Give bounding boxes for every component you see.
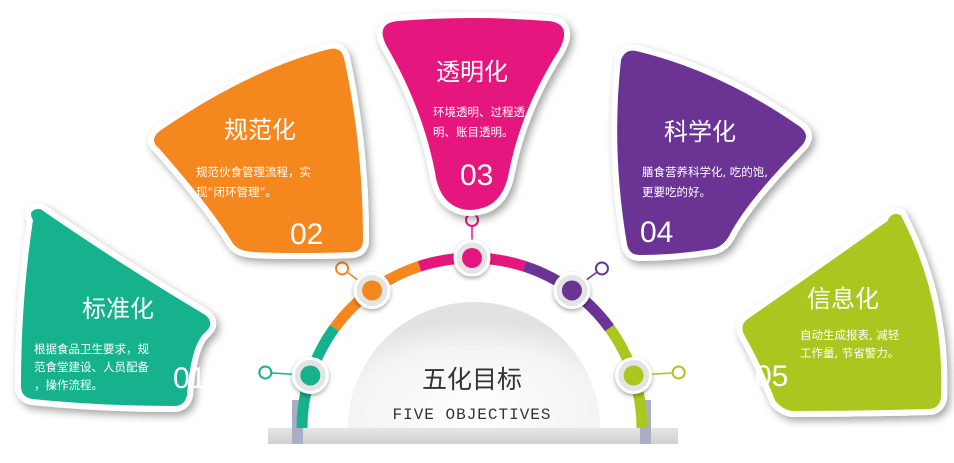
objective-desc-03-line-2: 明、账目透明。 bbox=[433, 125, 514, 139]
objective-number-05: 05 bbox=[755, 360, 788, 393]
objective-desc-05-line-1: 自动生成报表, 减轻 bbox=[800, 328, 899, 342]
objective-number-01: 01 bbox=[173, 362, 206, 395]
objective-card-fill-03 bbox=[382, 18, 565, 210]
objective-title-02: 规范化 bbox=[224, 116, 296, 144]
node-ring-05 bbox=[671, 365, 686, 380]
objective-title-01: 标准化 bbox=[82, 295, 154, 323]
node-dot-05 bbox=[623, 365, 644, 386]
node-dot-03 bbox=[462, 248, 482, 268]
base-platform bbox=[268, 428, 678, 444]
center-title: 五化目标 bbox=[422, 365, 522, 394]
objective-desc-01-line-1: 根据食品卫生要求，规 bbox=[34, 342, 149, 356]
objective-card-fill-02 bbox=[154, 48, 363, 253]
objective-desc-02-line-2: 现“闭环管理”。 bbox=[196, 185, 277, 199]
objective-number-02: 02 bbox=[290, 218, 323, 251]
node-dot-01 bbox=[300, 365, 321, 386]
objective-desc-02-line-1: 规范伙食管理流程，实 bbox=[196, 165, 311, 179]
objective-desc-04-line-2: 更要吃的好。 bbox=[642, 185, 711, 199]
objective-desc-01-line-3: ，操作流程。 bbox=[34, 378, 103, 392]
center-dome bbox=[348, 302, 600, 428]
objective-title-04: 科学化 bbox=[664, 118, 736, 146]
objective-card-fill-05 bbox=[742, 213, 942, 411]
node-ring-02 bbox=[335, 261, 350, 276]
center-subtitle: FIVE OBJECTIVES bbox=[392, 406, 551, 424]
objective-card-fill-04 bbox=[617, 50, 806, 255]
node-ring-01 bbox=[258, 365, 273, 380]
objective-title-03: 透明化 bbox=[436, 58, 508, 86]
node-dot-04 bbox=[561, 280, 582, 301]
node-ring-04 bbox=[594, 261, 609, 276]
objective-card-fill-01 bbox=[21, 209, 211, 406]
objective-desc-04-line-1: 膳食营养科学化, 吃的饱, bbox=[642, 165, 768, 179]
objective-desc-01-line-2: 范食堂建设、人员配备 bbox=[34, 360, 149, 374]
node-dot-02 bbox=[362, 280, 383, 301]
objective-desc-03-line-1: 环境透明、过程透 bbox=[433, 105, 525, 119]
objective-title-05: 信息化 bbox=[807, 285, 879, 313]
arc-nodes bbox=[258, 213, 686, 394]
objective-desc-05-line-2: 工作量, 节省警力。 bbox=[800, 346, 899, 360]
objective-number-03: 03 bbox=[460, 159, 493, 192]
objective-number-04: 04 bbox=[640, 216, 673, 249]
